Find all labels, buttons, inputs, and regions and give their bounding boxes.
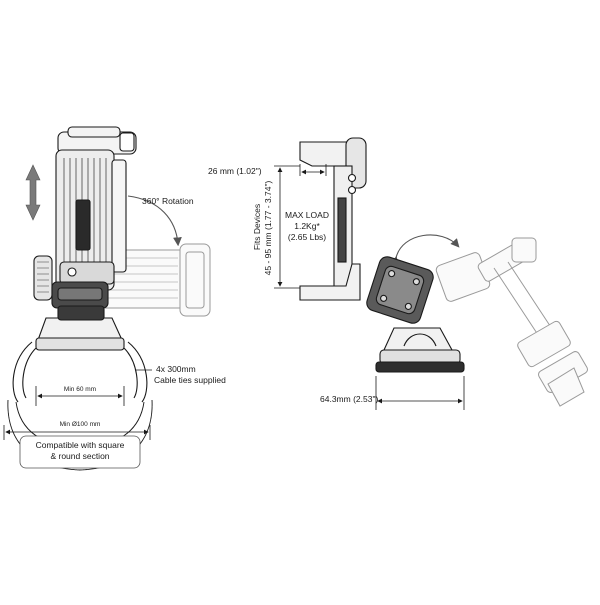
right-view — [274, 137, 588, 410]
rotation-label: 360° Rotation — [142, 196, 194, 206]
base-width-dimension — [375, 376, 465, 410]
fits-devices-label: Fits Devices — [252, 203, 262, 251]
side-holder — [299, 137, 465, 373]
max-load-title: MAX LOAD — [285, 210, 329, 220]
depth-label: 26 mm (1.02") — [208, 166, 262, 176]
min-width-label: Min 60 mm — [63, 386, 97, 393]
min-width-dimension — [35, 386, 125, 406]
swing-arrow — [390, 234, 460, 266]
cable-ties-note: Cable ties supplied — [154, 375, 226, 385]
tube-section-outline — [7, 399, 153, 471]
min-diameter-dimension — [3, 425, 151, 440]
fits-devices-dimension — [274, 165, 300, 289]
min-diameter-label: Min Ø100 mm — [59, 421, 101, 428]
max-load-kg: 1.2Kg* — [294, 221, 320, 231]
tilt-arrow — [25, 164, 41, 221]
max-load-lbs: (2.65 Lbs) — [287, 232, 327, 242]
ghost-swung-holder — [435, 237, 588, 407]
compatibility-line-2: & round section — [50, 451, 110, 461]
cable-ties-qty: 4x 300mm — [156, 364, 196, 374]
fits-devices-range: 45 - 95 mm (1.77 - 3.74") — [263, 180, 273, 276]
base-width-label: 64.3mm (2.53") — [320, 394, 379, 404]
compatibility-line-1: Compatible with square — [35, 440, 125, 450]
upright-holder — [12, 126, 148, 403]
rotation-arrow — [127, 195, 182, 247]
left-view — [3, 126, 211, 471]
